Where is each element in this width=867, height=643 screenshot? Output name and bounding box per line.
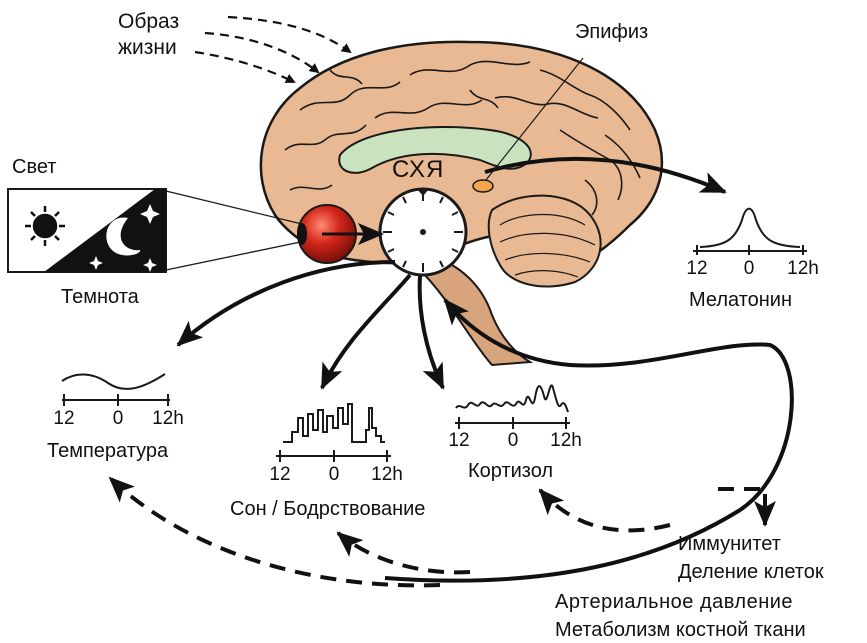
cortisol-label: Кортизол xyxy=(468,461,553,481)
dashed-feedback-arrows xyxy=(110,478,765,585)
immunity-label: Иммунитет xyxy=(678,534,781,554)
sleep-wake-tick-label: 0 xyxy=(329,465,340,484)
cortisol-tick-label: 12 xyxy=(448,431,469,450)
melatonin-label: Мелатонин xyxy=(689,290,792,310)
sun-icon xyxy=(25,206,65,246)
cortisol-chart xyxy=(455,385,570,429)
arrow-to-sleep xyxy=(322,275,410,388)
cell-division-label: Деление клеток xyxy=(678,562,824,582)
darkness-label: Темнота xyxy=(61,287,139,307)
scn-label: СХЯ xyxy=(392,158,444,182)
sleep-wake-chart xyxy=(276,404,391,462)
melatonin-tick-label: 0 xyxy=(744,259,755,278)
pineal-label: Эпифиз xyxy=(575,22,648,42)
light-label: Свет xyxy=(12,157,56,177)
temperature-label: Температура xyxy=(47,441,168,461)
melatonin-tick-label: 12 xyxy=(686,259,707,278)
light-dark-panel xyxy=(8,189,310,272)
melatonin-tick-label: 12h xyxy=(787,259,819,278)
lifestyle-label: Образ жизни xyxy=(118,9,179,62)
temperature-tick-label: 0 xyxy=(113,409,124,428)
cortisol-tick-label: 12h xyxy=(550,431,582,450)
arrow-to-temperature xyxy=(178,262,395,345)
blood-pressure-label: Артериальное давление xyxy=(555,592,793,612)
pineal-gland xyxy=(473,180,493,192)
temperature-chart xyxy=(62,374,170,406)
sleep-wake-tick-label: 12 xyxy=(269,465,290,484)
bone-metabolism-label: Метаболизм костной ткани xyxy=(555,620,806,640)
sleep-wake-label: Сон / Бодрствование xyxy=(230,499,425,519)
sleep-wake-tick-label: 12h xyxy=(371,465,403,484)
cortisol-tick-label: 0 xyxy=(508,431,519,450)
temperature-tick-label: 12 xyxy=(53,409,74,428)
melatonin-chart xyxy=(693,209,807,255)
temperature-tick-label: 12h xyxy=(152,409,184,428)
cerebellum xyxy=(489,196,601,287)
